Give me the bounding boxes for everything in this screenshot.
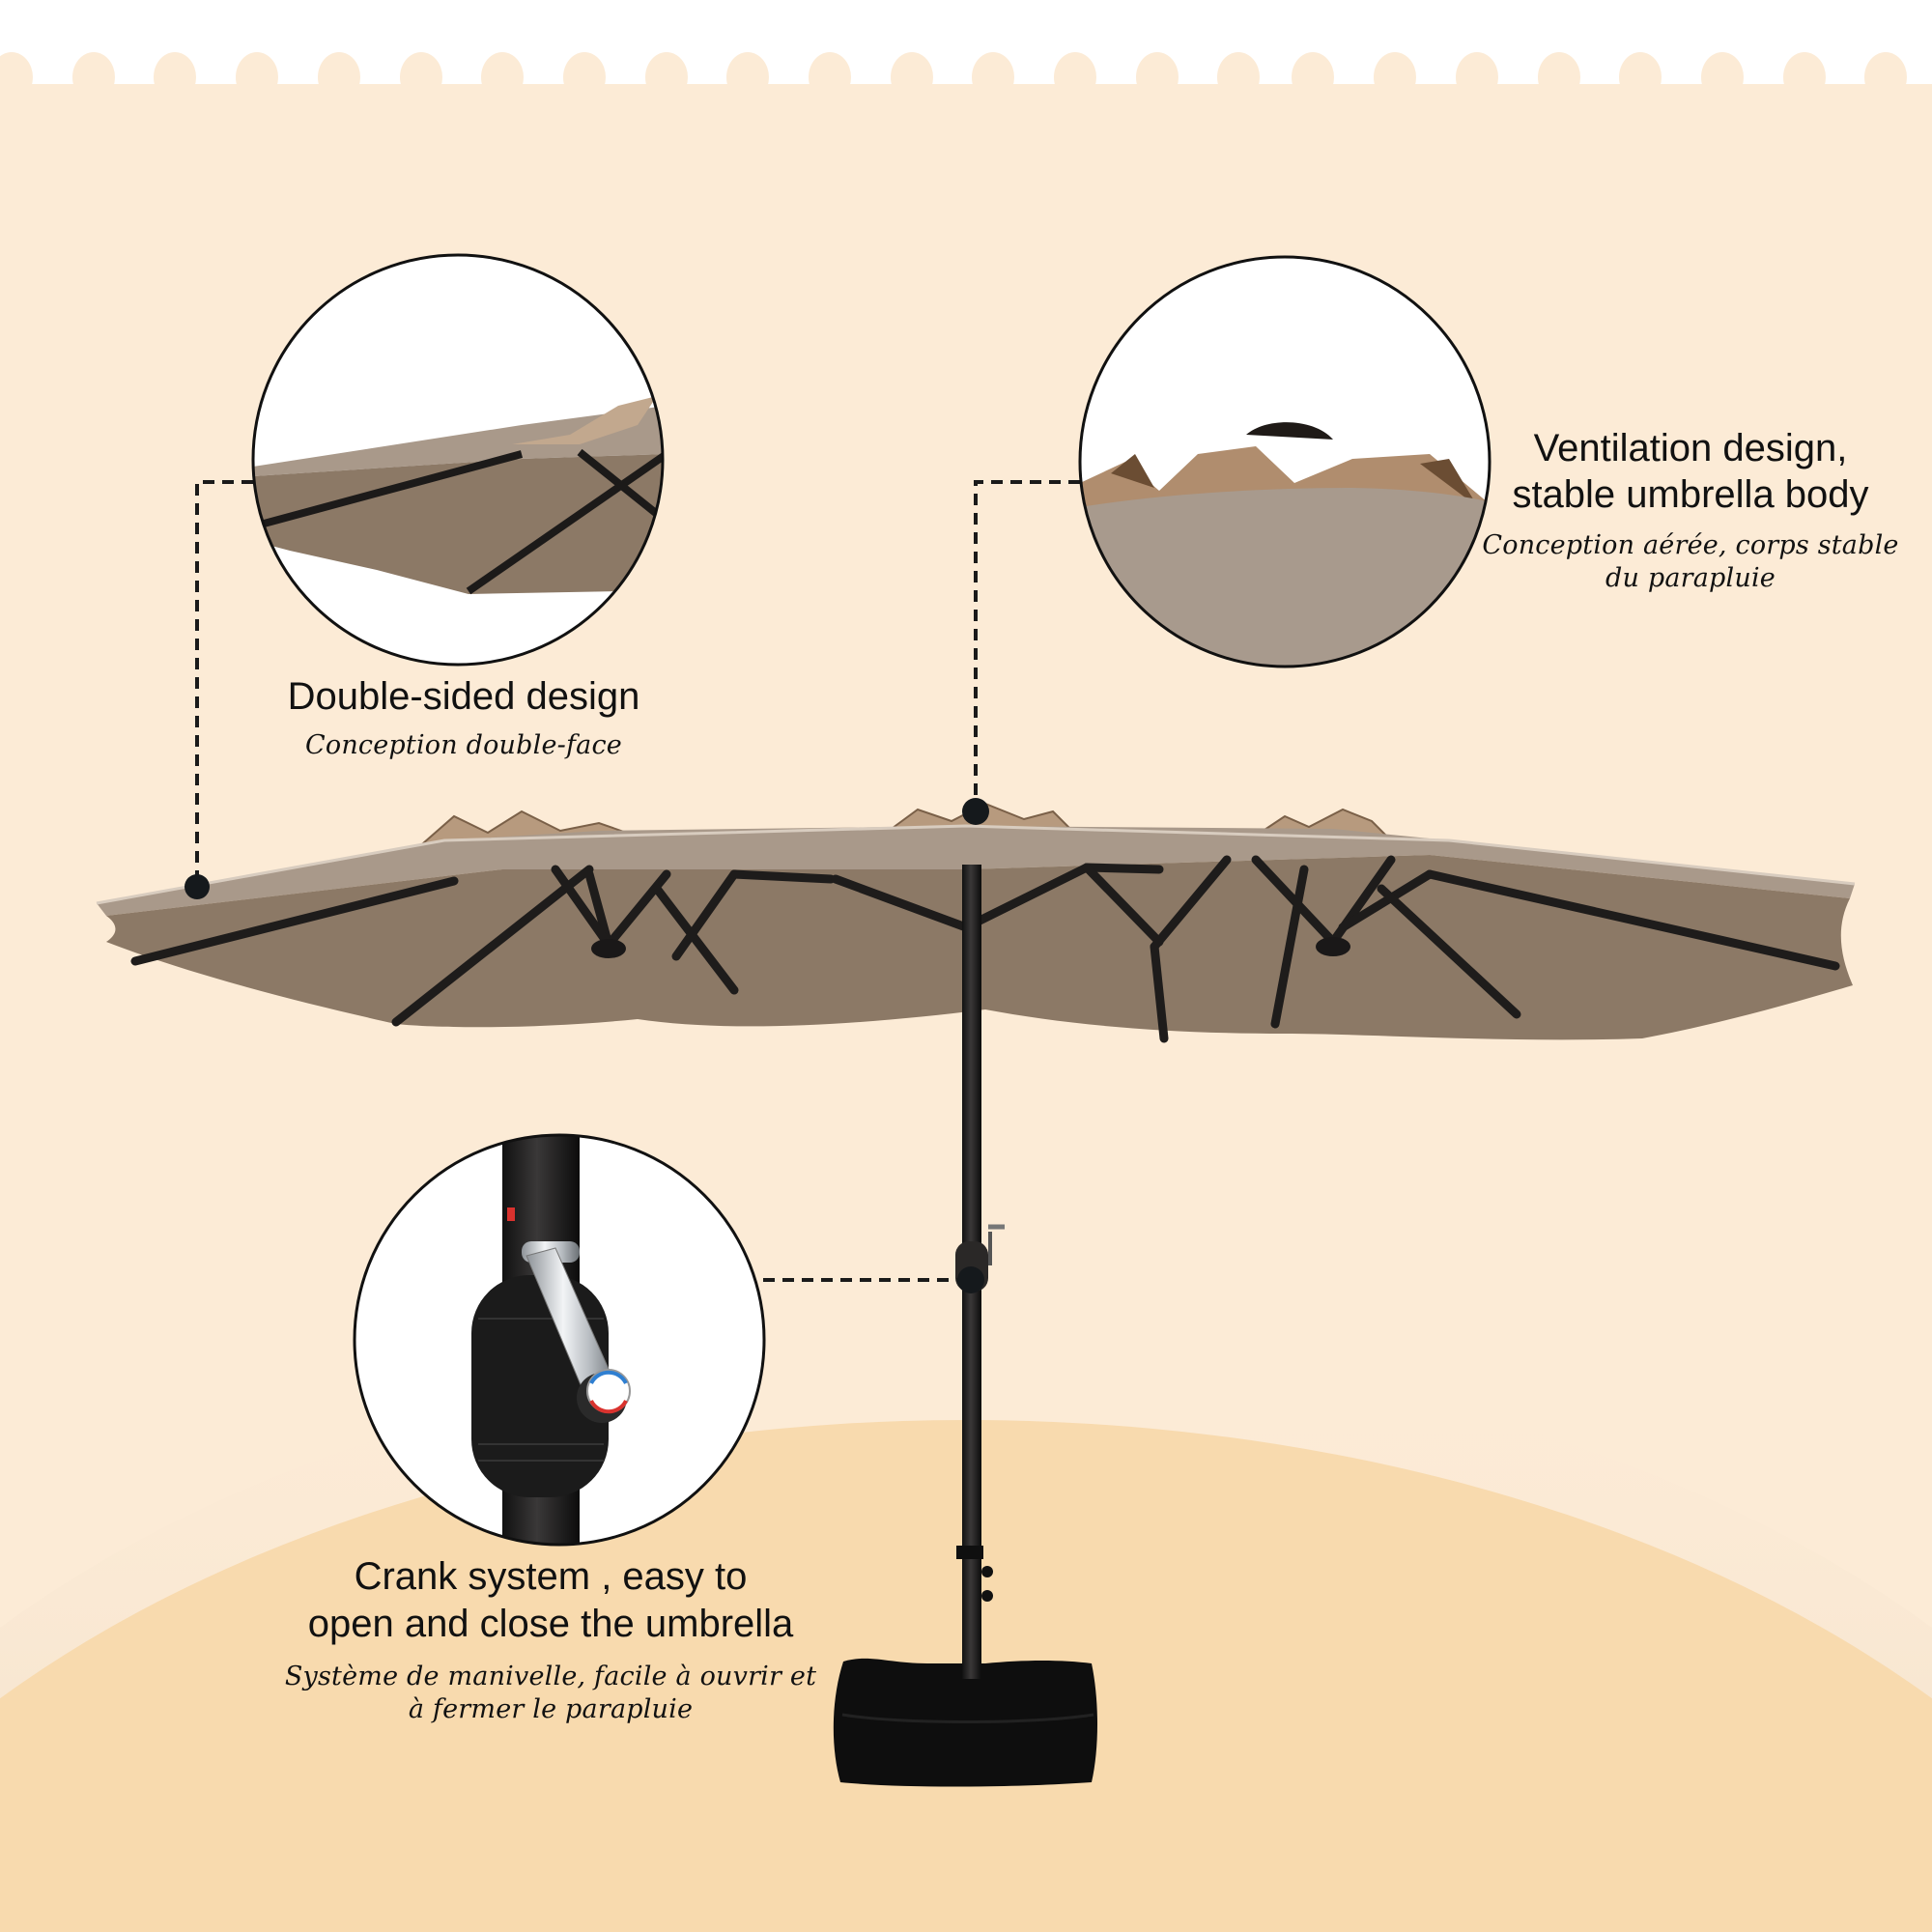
feature-title-line-1: Crank system , easy to — [354, 1555, 748, 1598]
feature-title: Double-sided design — [287, 675, 640, 718]
feature-subtitle-fr-line-1: Conception aérée, corps stable — [1482, 530, 1899, 560]
canopy-top — [97, 826, 1855, 916]
callout-dot-ventilation — [962, 798, 989, 825]
frame-ribs — [130, 855, 1840, 1043]
inset-double-sided — [251, 253, 665, 667]
callout-line-ventilation — [974, 480, 1080, 810]
inset-ventilation — [1078, 255, 1492, 668]
umbrella-product — [96, 802, 1856, 1787]
feature-title-line-2: open and close the umbrella — [307, 1603, 794, 1645]
feature-title-line-2: stable umbrella body — [1512, 473, 1869, 516]
callout-line-double-sided — [195, 480, 253, 887]
feature-title-line-1: Ventilation design, — [1533, 427, 1848, 469]
scalloped-header-band — [0, 0, 1932, 102]
callout-connectors — [195, 480, 1080, 1282]
feature-subtitle-fr-line-1: Système de manivelle, facile à ouvrir et — [284, 1662, 817, 1691]
feature-subtitle-fr-line-2: du parapluie — [1605, 563, 1776, 593]
inset-crank — [353, 1133, 766, 1547]
feature-subtitle-fr: Conception double-face — [305, 730, 622, 760]
callout-dot-double-sided — [185, 874, 210, 899]
feature-subtitle-fr-line-2: à fermer le parapluie — [408, 1694, 694, 1724]
callout-dot-crank — [957, 1266, 984, 1293]
